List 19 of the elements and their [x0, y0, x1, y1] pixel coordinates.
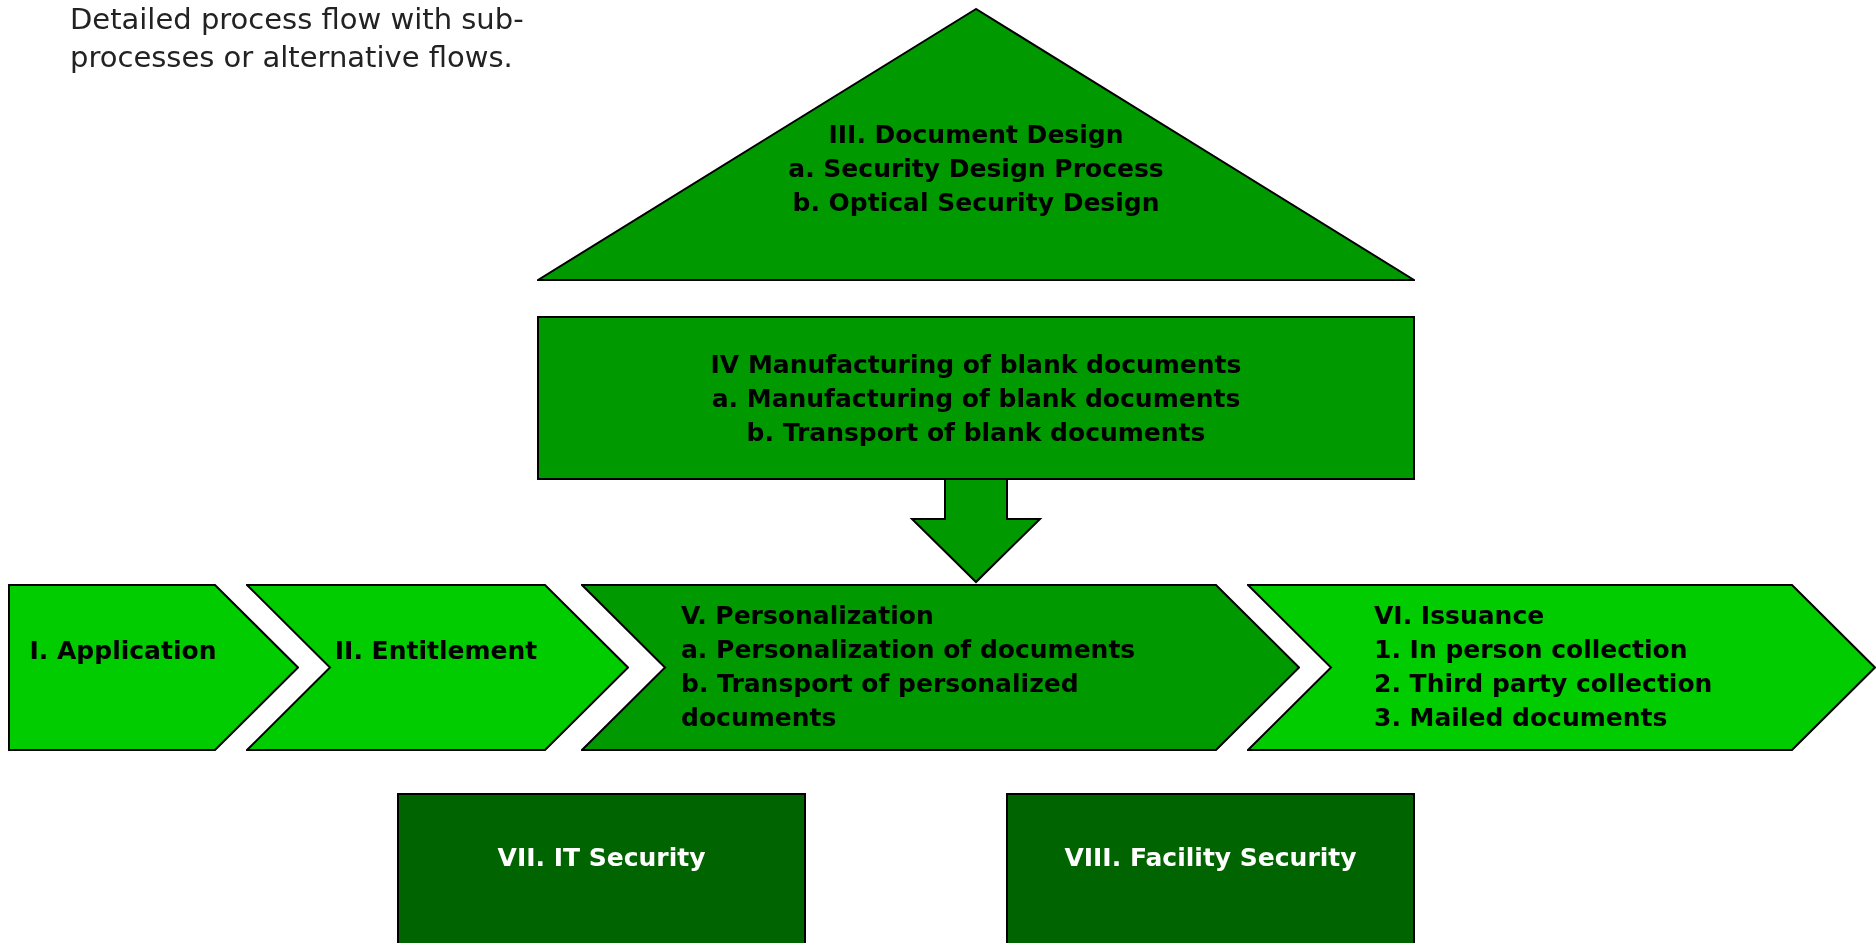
step-title: IV Manufacturing of blank documents: [709, 349, 1243, 381]
step-title: I. Application: [28, 635, 218, 667]
step-title: III. Document Design: [827, 119, 1125, 151]
sub-step-text: 1. In person collection: [1374, 634, 1689, 666]
step-title: II. Entitlement: [333, 635, 539, 667]
sub-step-text: a. Security Design Process: [787, 153, 1165, 185]
sub-step-text: a. Manufacturing of blank documents: [710, 383, 1242, 415]
sub-step-text: a. Personalization of documents: [681, 634, 1137, 666]
sub-step-text: 3. Mailed documents: [1374, 702, 1669, 734]
sub-step-text: b. Optical Security Design: [791, 187, 1161, 219]
step-title: VI. Issuance: [1374, 600, 1546, 632]
step-title: VIII. Facility Security: [1063, 842, 1358, 874]
diagram-title: Detailed process flow with sub-processes or alternative flows.: [70, 1, 525, 76]
sub-step-text: 2. Third party collection: [1374, 668, 1714, 700]
step-title: VII. IT Security: [496, 842, 707, 874]
sub-step-text: b. Transport of personalized documents: [681, 668, 1080, 734]
sub-step-text: b. Transport of blank documents: [745, 417, 1207, 449]
block-arrow: [909, 479, 1043, 584]
step-title: V. Personalization: [681, 600, 935, 632]
